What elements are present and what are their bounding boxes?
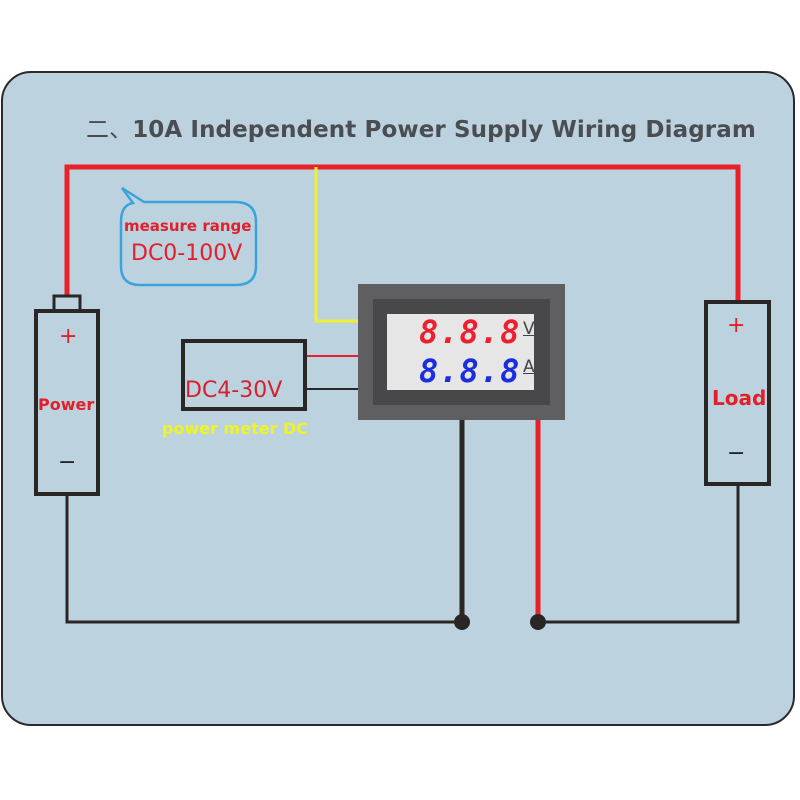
junction-dot-positive: [530, 614, 546, 630]
negative-wire-bottom: [65, 494, 462, 624]
sense-wire-yellow: [314, 167, 360, 323]
battery-terminal: [52, 294, 82, 313]
load-plus-sign: +: [727, 313, 746, 338]
callout-bubble: [119, 186, 258, 287]
current-unit: A: [523, 357, 535, 377]
title-text: 10A Independent Power Supply Wiring Diag…: [132, 117, 756, 143]
battery-body: [34, 309, 100, 496]
load-label: Load: [712, 386, 767, 410]
power-meter-voltage: DC4-30V: [185, 378, 283, 403]
callout-line1: measure range: [124, 217, 252, 235]
voltage-readout: 8.8.8: [419, 313, 521, 351]
meter-screen: [387, 314, 534, 390]
power-plus-sign: +: [59, 324, 78, 349]
power-minus-sign: −: [58, 450, 77, 475]
load-body: [704, 300, 771, 486]
positive-wire-top: [64, 164, 741, 302]
diagram-title: 二、10A Independent Power Supply Wiring Di…: [86, 110, 756, 144]
title-prefix: 二、: [86, 117, 133, 143]
load-minus-sign: −: [727, 441, 746, 466]
power-meter-supply-box: [181, 339, 307, 411]
callout-line2: DC0-100V: [131, 241, 243, 266]
load-return-wire: [538, 484, 740, 624]
junction-dot-negative: [454, 614, 470, 630]
voltage-unit: V: [523, 319, 535, 339]
power-meter-label: power meter DC: [162, 419, 309, 438]
current-readout: 8.8.8: [419, 352, 521, 390]
power-label: Power: [38, 395, 95, 414]
